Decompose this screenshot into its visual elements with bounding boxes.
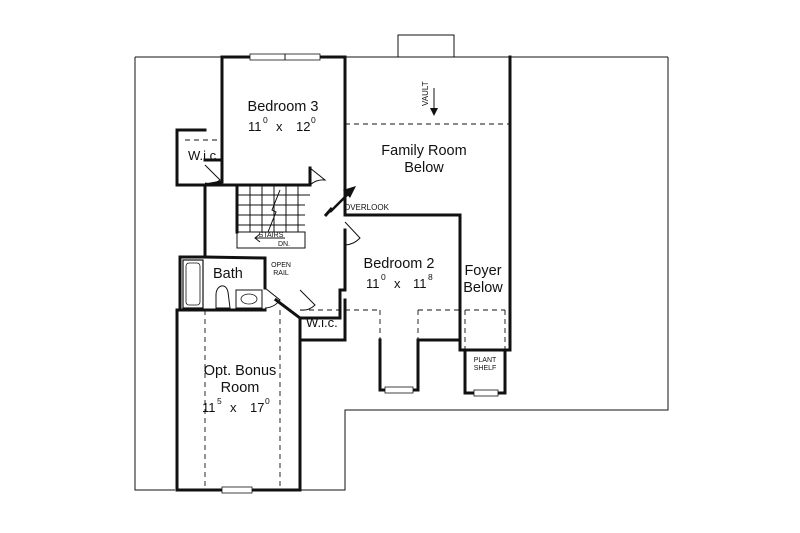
bedroom-2-length: 11 [413, 276, 427, 291]
bathtub [182, 259, 204, 309]
bath-fixtures [182, 259, 263, 309]
doors [204, 164, 361, 311]
stairs-label: STAIRS [259, 232, 284, 239]
rail-label: RAIL [273, 270, 289, 277]
windows [221, 53, 499, 494]
family-room-label: Family Room [381, 143, 466, 159]
overlook-arrow [323, 186, 356, 217]
bedroom-2-length-inches: 8 [428, 272, 433, 282]
roof-outline [134, 34, 669, 491]
bonus-room-label: Opt. Bonus [204, 363, 277, 379]
bedroom-3-width: 11 [248, 119, 262, 134]
vault-label: VAULT [421, 81, 430, 106]
bonus-room-label-line2: Room [221, 380, 260, 396]
sink [235, 289, 263, 309]
chimney [397, 34, 455, 58]
plant-label: PLANT [474, 357, 497, 364]
bedroom-3-x: x [276, 119, 283, 134]
labels: Bedroom 3 11 0 x 12 0 W.i.c. W.i.c. Fami… [188, 81, 503, 415]
bedroom-3-label: Bedroom 3 [248, 99, 319, 115]
bedroom-3-length: 12 [296, 119, 310, 134]
open-label: OPEN [271, 262, 291, 269]
bedroom-2-width: 11 [366, 276, 380, 291]
wic-right-label: W.i.c. [306, 315, 338, 330]
wic-left-label: W.i.c. [188, 148, 220, 163]
stairs [236, 185, 310, 249]
family-room-below-label: Below [404, 160, 444, 176]
bedroom-2-width-inches: 0 [381, 272, 386, 282]
stairs-down-label: DN. [278, 241, 290, 248]
vault-arrow [430, 88, 438, 116]
foyer-label: Foyer [464, 263, 501, 279]
bonus-room-length: 17 [250, 400, 264, 415]
dashed-lines [185, 123, 510, 490]
bedroom-3-width-inches: 0 [263, 115, 268, 125]
bonus-room-width-inches: 5 [217, 396, 222, 406]
bonus-room-length-inches: 0 [265, 396, 270, 406]
toilet [215, 285, 231, 309]
bedroom-2-label: Bedroom 2 [364, 256, 435, 272]
bedroom-2-x: x [394, 276, 401, 291]
bedroom-3-length-inches: 0 [311, 115, 316, 125]
shelf-label: SHELF [474, 365, 497, 372]
foyer-below-label: Below [463, 280, 503, 296]
bonus-room-width: 11 [202, 400, 216, 415]
bath-label: Bath [213, 266, 243, 282]
bonus-room-x: x [230, 400, 237, 415]
overlook-label: OVERLOOK [344, 203, 390, 212]
